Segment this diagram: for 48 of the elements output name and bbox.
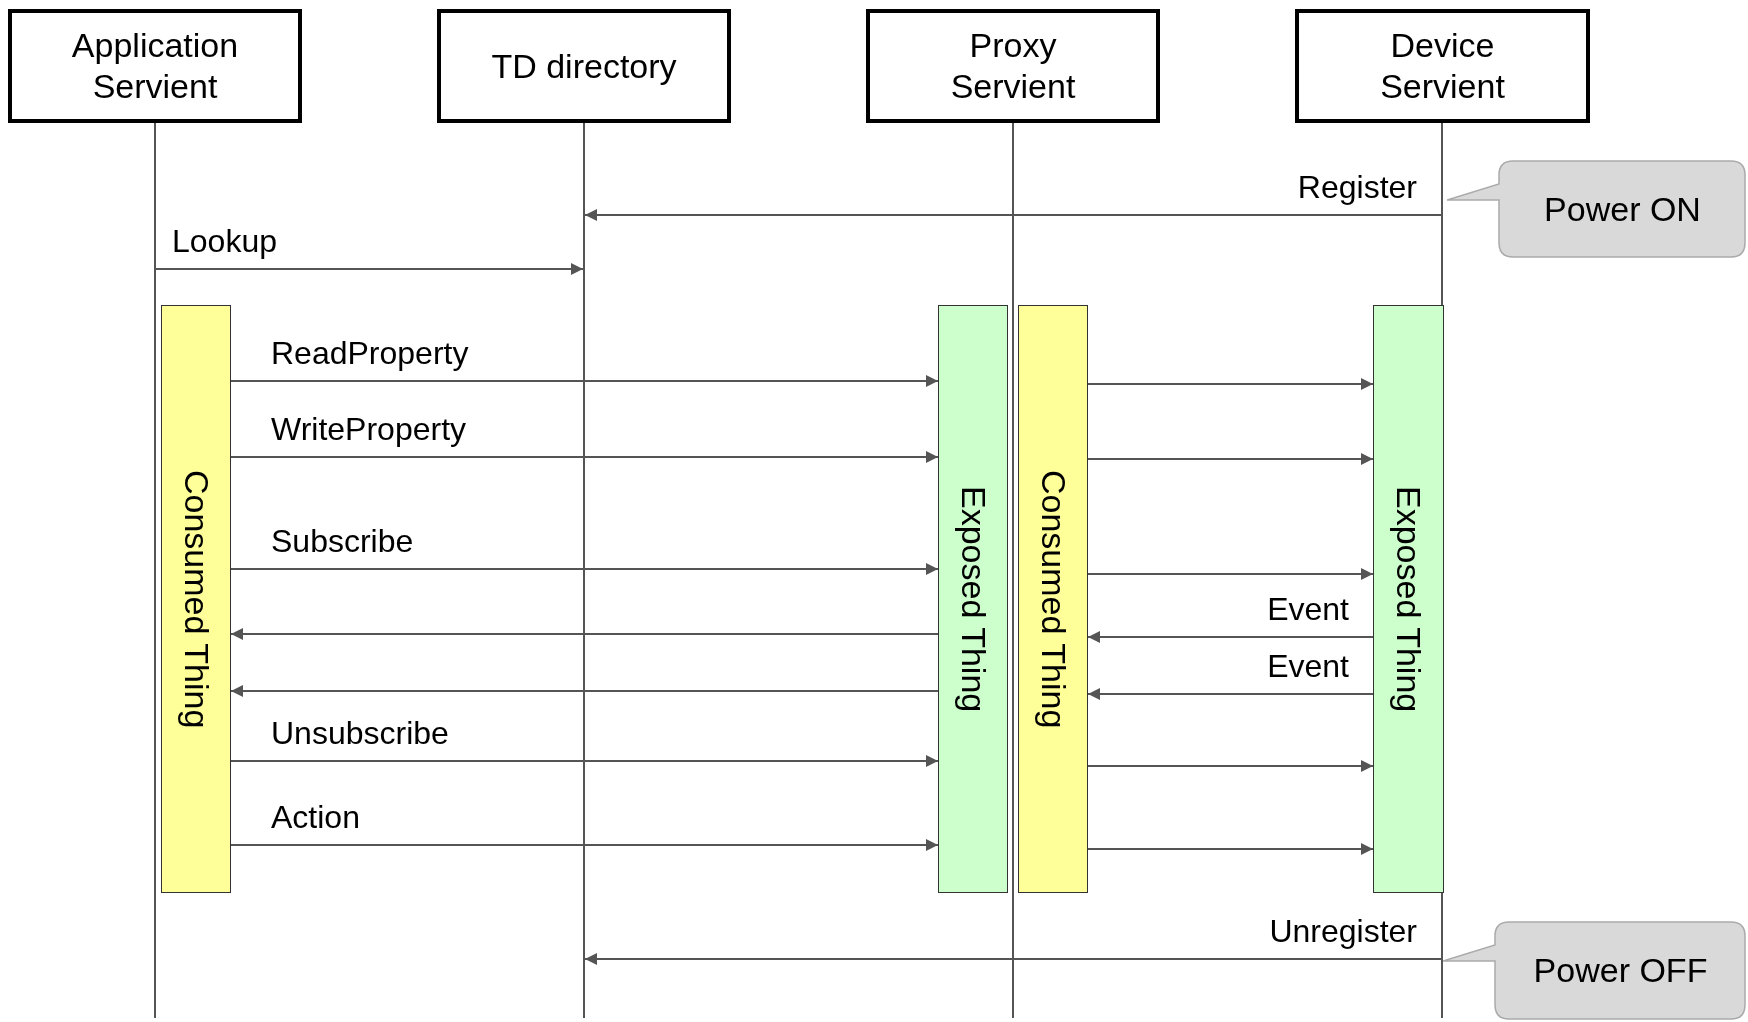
- message-arrow: [1087, 453, 1374, 465]
- message-arrow: [155, 263, 584, 275]
- message-label: ReadProperty: [271, 337, 469, 369]
- message-label: Event: [1267, 650, 1349, 682]
- message-arrow: [1087, 688, 1374, 700]
- participant-box: [8, 9, 302, 123]
- activation-bar: [1018, 305, 1088, 893]
- thing-label: Consumed Thing: [1033, 469, 1073, 729]
- message-label: Event: [1267, 593, 1349, 625]
- thing-label: Exposed Thing: [953, 485, 993, 713]
- message-label: Unregister: [1269, 915, 1417, 947]
- participant-name: Proxy Servient: [949, 25, 1077, 107]
- message-label: Register: [1297, 171, 1417, 203]
- lifeline: [1012, 123, 1014, 1018]
- activation-bar: [1373, 305, 1444, 893]
- message-label: Lookup: [172, 225, 277, 257]
- participant-name: Device Servient: [1379, 25, 1506, 107]
- message-arrow: [230, 755, 939, 767]
- message-arrow: [230, 839, 939, 851]
- participant-name: TD directory: [491, 45, 677, 87]
- message-arrow: [584, 209, 1442, 221]
- message-label: Action: [271, 801, 360, 833]
- message-arrow: [584, 953, 1442, 965]
- participant-box: [866, 9, 1160, 123]
- message-label: WriteProperty: [271, 413, 466, 445]
- participant-box: [437, 9, 731, 123]
- activation-bar: [938, 305, 1008, 893]
- message-label: Unsubscribe: [271, 717, 449, 749]
- message-arrow: [230, 563, 939, 575]
- message-arrow: [230, 375, 939, 387]
- participant-name: Application Servient: [70, 25, 240, 107]
- thing-label: Consumed Thing: [176, 469, 216, 729]
- thing-label: Exposed Thing: [1389, 485, 1428, 713]
- message-arrow: [1087, 378, 1374, 390]
- message-arrow: [1087, 631, 1374, 643]
- message-arrow: [230, 451, 939, 463]
- message-arrow: [230, 628, 939, 640]
- callout-text: Power OFF: [1533, 951, 1708, 990]
- message-arrow: [1087, 760, 1374, 772]
- message-arrow: [1087, 568, 1374, 580]
- message-arrow: [230, 685, 939, 697]
- lifeline: [154, 123, 156, 1018]
- message-arrow: [1087, 843, 1374, 855]
- callout-text: Power ON: [1544, 189, 1701, 229]
- message-label: Subscribe: [271, 525, 414, 557]
- lifeline: [583, 123, 585, 1018]
- activation-bar: [161, 305, 231, 893]
- participant-box: [1295, 9, 1590, 123]
